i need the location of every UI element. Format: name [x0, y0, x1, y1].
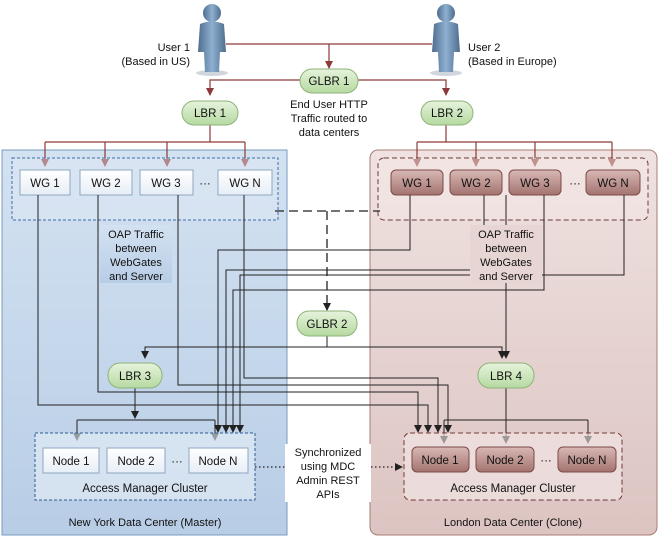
user-2-name: User 2: [468, 42, 500, 54]
http-note-line-1: End User HTTP: [290, 99, 368, 111]
ny-wg-2-label: WG 2: [91, 178, 120, 190]
london-wg-2-label: WG 2: [461, 178, 490, 190]
sync-line-3: Admin REST: [296, 475, 360, 487]
london-oap-line-1: OAP Traffic: [478, 229, 534, 241]
lbr-1: [181, 100, 239, 126]
london-wg-1-label: WG 1: [402, 178, 431, 190]
ny-wg-ellipsis: ···: [199, 178, 211, 190]
london-wg-n-label: WG N: [597, 178, 628, 190]
london-node-2: Node 2: [475, 446, 535, 473]
sync-line-2: using MDC: [301, 461, 355, 473]
london-node-n-label: Node N: [568, 455, 607, 467]
ny-wg-1-label: WG 1: [30, 178, 59, 190]
london-wg-3-label: WG 3: [520, 178, 549, 190]
http-note-line-2: Traffic routed to: [291, 113, 367, 125]
user-1-icon: [196, 4, 228, 76]
glbr-1-label: GLBR 1: [309, 76, 350, 88]
ny-datacenter-title: New York Data Center (Master): [69, 517, 222, 529]
london-node-n: Node N: [557, 446, 617, 473]
user-2-icon: [430, 4, 462, 76]
ny-oap-line-2: between: [115, 243, 157, 255]
sync-line-4: APIs: [316, 489, 340, 501]
london-oap-line-2: between: [485, 243, 527, 255]
sync-note: Synchronized using MDC Admin REST APIs: [285, 444, 371, 502]
ny-node-1-label: Node 1: [52, 456, 89, 468]
ny-wg-n-label: WG N: [229, 178, 260, 190]
lbr-2-label: LBR 2: [431, 108, 463, 120]
ny-webgate-2: WG 2: [79, 169, 133, 196]
glbr-2-label: GLBR 2: [307, 319, 348, 331]
ny-wg-3-label: WG 3: [151, 178, 180, 190]
ny-node-2-label: Node 2: [117, 456, 154, 468]
sync-line-1: Synchronized: [295, 447, 362, 459]
user-1-location: (Based in US): [122, 56, 190, 68]
london-webgate-2: WG 2: [449, 169, 503, 196]
london-node-1-label: Node 1: [421, 455, 458, 467]
london-oap-line-3: WebGates: [480, 257, 532, 269]
lbr-1-label: LBR 1: [194, 108, 226, 120]
london-node-2-label: Node 2: [486, 455, 523, 467]
ny-node-n: Node N: [188, 447, 249, 474]
ny-node-ellipsis: ···: [171, 456, 183, 468]
http-note-line-3: data centers: [299, 127, 360, 139]
glbr-1: [299, 68, 359, 94]
ny-oap-line-4: and Server: [109, 271, 163, 283]
london-node-ellipsis: ···: [540, 455, 552, 467]
london-oap-note: OAP Traffic between WebGates and Server: [470, 225, 542, 283]
london-oap-line-4: and Server: [479, 271, 533, 283]
user-2-location: (Based in Europe): [468, 56, 557, 68]
london-cluster-label: Access Manager Cluster: [450, 483, 575, 495]
ny-node-2: Node 2: [106, 447, 166, 474]
lbr-3-label: LBR 3: [119, 371, 151, 383]
ny-node-1: Node 1: [42, 447, 100, 474]
ny-oap-line-1: OAP Traffic: [108, 229, 164, 241]
ny-webgate-1: WG 1: [19, 169, 71, 196]
london-webgate-n: WG N: [585, 169, 641, 196]
london-wg-ellipsis: ···: [569, 178, 581, 190]
london-webgate-1: WG 1: [390, 169, 444, 196]
glbr-2: [296, 310, 358, 337]
user-1-name: User 1: [158, 42, 190, 54]
london-webgate-3: WG 3: [508, 169, 562, 196]
lbr-3: [107, 362, 163, 389]
ny-node-n-label: Node N: [199, 456, 238, 468]
ny-cluster-label: Access Manager Cluster: [82, 483, 207, 495]
lbr-2: [420, 100, 474, 126]
lbr-4-label: LBR 4: [490, 371, 523, 383]
lbr-4: [477, 362, 535, 389]
london-datacenter-title: London Data Center (Clone): [444, 517, 582, 529]
ny-webgate-3: WG 3: [139, 169, 194, 196]
ny-webgate-n: WG N: [217, 169, 273, 196]
ny-oap-note: OAP Traffic between WebGates and Server: [100, 225, 172, 283]
ny-oap-line-3: WebGates: [110, 257, 162, 269]
london-node-1: Node 1: [411, 446, 470, 473]
